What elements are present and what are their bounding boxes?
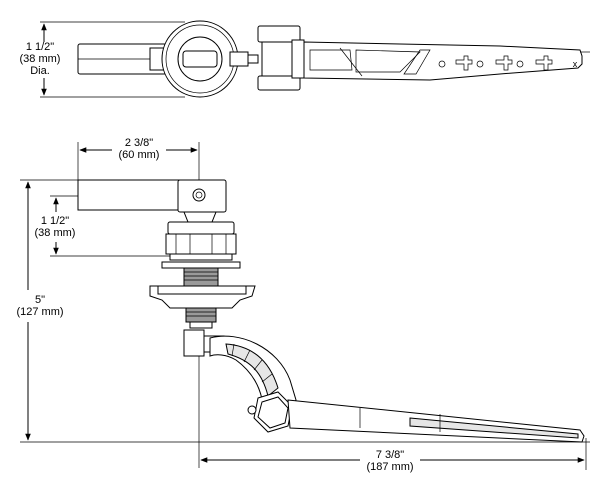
overall-height-dimension: 5" (127 mm) — [16, 179, 590, 443]
overall-height-line1: 5" — [35, 294, 45, 306]
side-handle — [77, 179, 227, 223]
top-arm: x — [303, 41, 590, 81]
handle-length-line1: 2 3/8" — [125, 137, 153, 149]
handle-to-nut-line2: (38 mm) — [35, 227, 76, 239]
handle-length-line2: (60 mm) — [119, 149, 160, 161]
handle-to-nut-line1: 1 1/2" — [41, 215, 69, 227]
overall-height-line2: (127 mm) — [16, 306, 63, 318]
top-diameter-line1: 1 1/2" — [26, 41, 54, 53]
top-diameter-dimension: 1 1/2" (38 mm) Dia. — [20, 21, 185, 98]
handle-to-nut-dimension: 1 1/2" (38 mm) — [35, 195, 184, 257]
top-round-body — [161, 20, 259, 98]
arm-marker-label: x — [573, 59, 578, 69]
top-view: 1 1/2" (38 mm) Dia. — [20, 20, 590, 98]
side-crank-block — [183, 329, 225, 468]
arm-length-line2: (187 mm) — [366, 461, 413, 473]
side-nut-stack — [161, 221, 241, 269]
arm-length-dimension: 7 3/8" (187 mm) — [200, 438, 587, 473]
side-long-arm — [287, 399, 585, 443]
top-diameter-line2: (38 mm) — [20, 53, 61, 65]
handle-length-dimension: 2 3/8" (60 mm) — [77, 137, 200, 182]
side-hex-hub — [247, 391, 293, 433]
top-arm-base — [257, 25, 305, 91]
side-thread — [149, 267, 256, 329]
side-view: 2 3/8" (60 mm) 1 1/2" (38 mm) 5" (127 mm… — [16, 137, 590, 473]
arm-length-line1: 7 3/8" — [376, 449, 404, 461]
top-diameter-line3: Dia. — [30, 65, 50, 77]
